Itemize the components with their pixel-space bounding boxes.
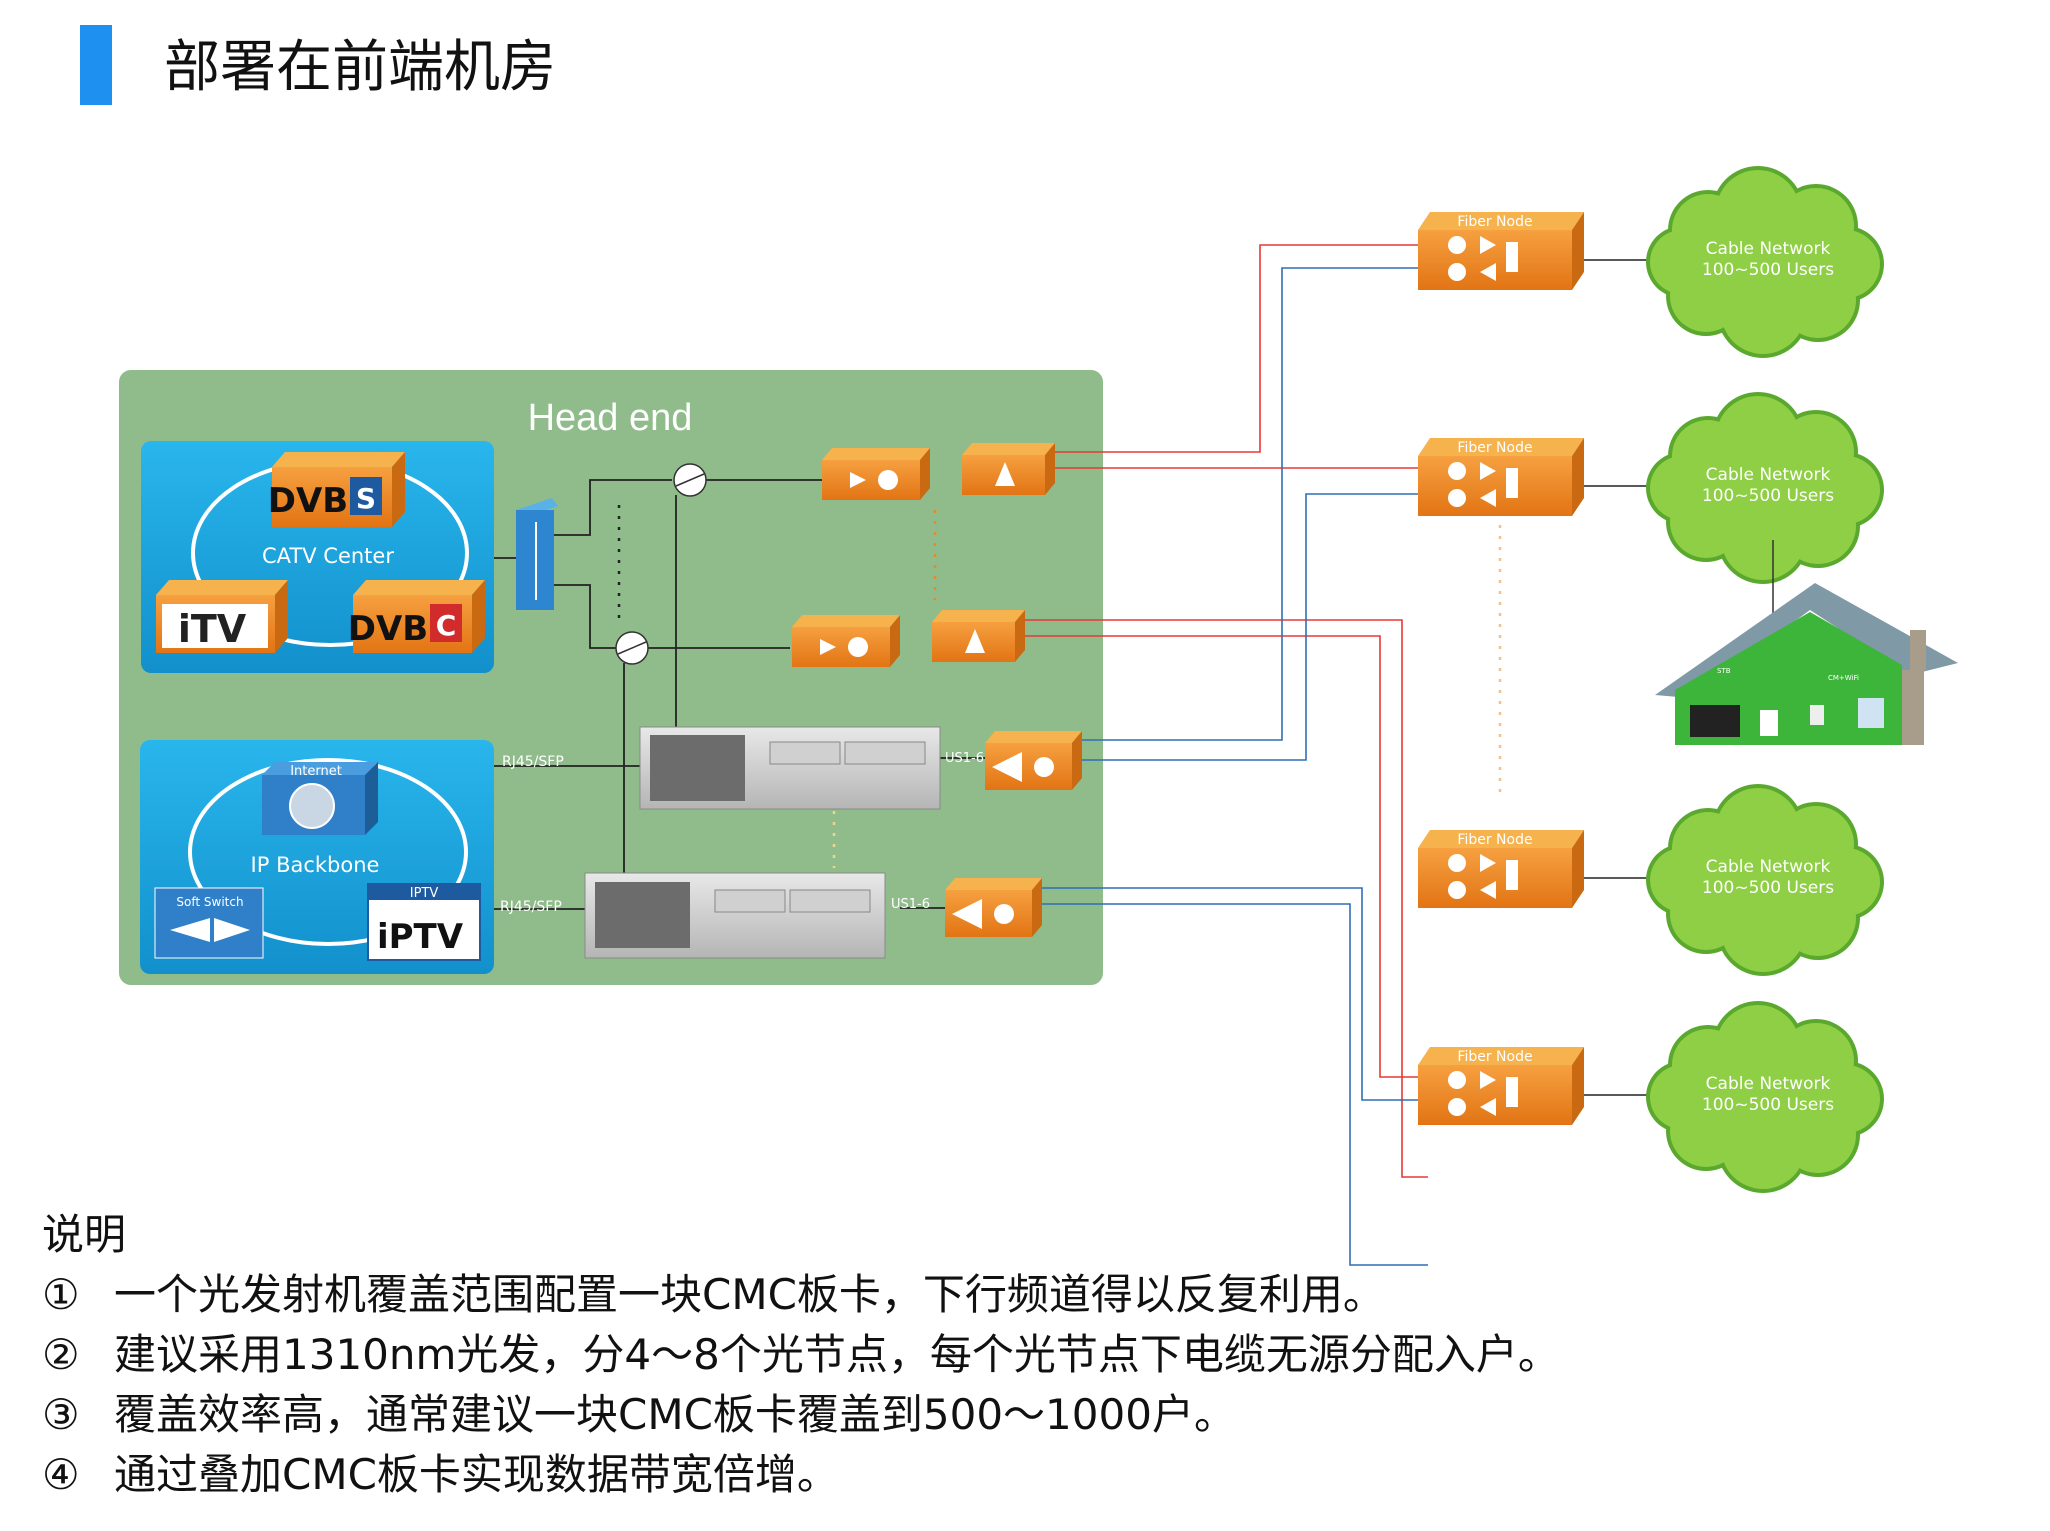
us-bottom-label: US1-6: [891, 897, 930, 912]
notes-heading: 说明: [42, 1210, 127, 1259]
forward-tx-1: [822, 448, 930, 500]
us-top-label: US1-6: [945, 751, 984, 766]
cloud-title: Cable Network: [1706, 1074, 1831, 1094]
rj45-bottom-label: RJ45/SFP: [500, 899, 562, 915]
cmc-chassis-top: [639, 726, 941, 810]
return-rx-1: [985, 731, 1082, 790]
cloud-title: Cable Network: [1706, 239, 1831, 259]
title-accent-bar: [80, 25, 112, 105]
edfa-2: [932, 610, 1025, 662]
fiber-node: Fiber Node: [1418, 830, 1655, 908]
fiber-node: Fiber Node: [1418, 438, 1655, 516]
forward-optics: [792, 443, 1082, 937]
rf-combiner-icon: [516, 498, 558, 610]
rj45-top-label: RJ45/SFP: [502, 754, 564, 770]
cloud-users: 100~500 Users: [1702, 878, 1834, 898]
ip-backbone-label: IP Backbone: [251, 853, 380, 877]
svg-text:C: C: [436, 609, 457, 642]
return-rx-2: [945, 878, 1042, 937]
fiber-node-label: Fiber Node: [1457, 832, 1532, 848]
house-cm-label: CM+WiFi: [1828, 674, 1859, 682]
svg-text:IPTV: IPTV: [410, 886, 439, 901]
fiber-node: Fiber Node: [1418, 1047, 1655, 1125]
itv-logo: iTV: [156, 580, 288, 653]
catv-center-label: CATV Center: [262, 544, 394, 568]
svg-text:Internet: Internet: [290, 764, 342, 779]
cloud-title: Cable Network: [1706, 857, 1831, 877]
house-stb-label: STB: [1717, 667, 1731, 675]
headend-label: Head end: [528, 397, 693, 439]
svg-text:S: S: [356, 482, 376, 515]
svg-text:DVB: DVB: [348, 609, 428, 649]
forward-tx-2: [792, 615, 900, 667]
cmc-chassis-bottom: [584, 872, 886, 959]
fiber-node: Fiber Node: [1418, 212, 1655, 290]
cloud-users: 100~500 Users: [1702, 260, 1834, 280]
svg-text:iTV: iTV: [178, 607, 247, 651]
soft-switch-icon: Soft Switch: [154, 887, 264, 959]
dvbc-logo: DVB C: [348, 580, 485, 653]
cloud-users: 100~500 Users: [1702, 1095, 1834, 1115]
headend-wiring: [494, 479, 985, 910]
page-title: 部署在前端机房: [164, 35, 556, 100]
svg-text:Soft Switch: Soft Switch: [176, 895, 243, 909]
subscriber-house: STB CM+WiFi: [1655, 540, 1958, 745]
svg-text:DVB: DVB: [268, 481, 348, 521]
svg-text:iPTV: iPTV: [377, 917, 464, 957]
internet-router-icon: Internet: [262, 762, 378, 835]
fiber-node-label: Fiber Node: [1457, 1049, 1532, 1065]
ip-ring: [188, 758, 468, 946]
iptv-logo: IPTV iPTV: [367, 883, 481, 961]
fiber-links: [1025, 244, 1428, 1266]
fiber-node-label: Fiber Node: [1457, 214, 1532, 230]
fiber-node-label: Fiber Node: [1457, 440, 1532, 456]
dvbs-logo: DVB S: [268, 452, 405, 527]
cloud-users: 100~500 Users: [1702, 486, 1834, 506]
cloud-title: Cable Network: [1706, 465, 1831, 485]
edfa-1: [962, 443, 1055, 495]
